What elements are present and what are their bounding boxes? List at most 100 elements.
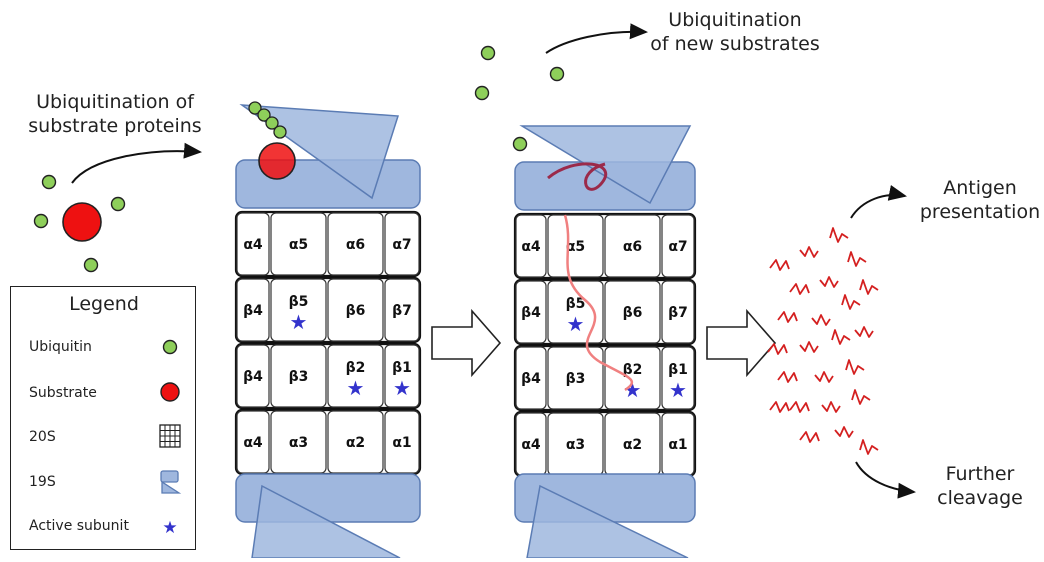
ubiquitin-molecule: [248, 101, 262, 115]
subunit-cell: [270, 212, 327, 276]
legend-item-ubiquitin: Ubiquitin: [29, 339, 92, 355]
subunit-cell: [236, 278, 270, 342]
ubiquitin-molecule: [83, 257, 99, 273]
peptide-fragment: [854, 326, 874, 338]
subunit-cell: [515, 214, 547, 278]
legend-item-20s: 20S: [29, 429, 56, 445]
subunit-label: α6: [623, 239, 642, 255]
subunit-label: α6: [346, 237, 365, 253]
subunit-label: β1: [668, 362, 688, 378]
subunit-cell: [661, 214, 695, 278]
peptide-fragment: [799, 341, 819, 353]
legend-item-active-subunit: Active subunit: [29, 518, 129, 534]
ubiquitin-molecule: [41, 174, 57, 190]
subunit-label: β4: [521, 371, 541, 387]
subunit-cell: [236, 212, 270, 276]
subunit-label: β4: [243, 369, 263, 385]
subunit-cell: [327, 278, 384, 342]
legend-item-19s: 19S: [29, 474, 56, 490]
peptide-fragment: [859, 279, 879, 295]
subunit-cell: [604, 214, 661, 278]
peptide-fragment: [811, 314, 831, 326]
threaded-substrate-strand: [563, 214, 633, 392]
peptide-fragment: [777, 371, 798, 383]
legend: Legend Ubiquitin Substrate 20S 19S Activ…: [10, 286, 196, 550]
subunit-label: β4: [521, 305, 541, 321]
subunit-label: α5: [566, 239, 585, 255]
label-ubiquitination-new: Ubiquitination of new substrates: [650, 9, 820, 55]
arrow-antigen: [850, 185, 907, 219]
subunit-cell: [384, 410, 420, 474]
subunit-label: α7: [392, 237, 411, 253]
peptide-fragment: [814, 371, 834, 383]
peptide-fragments: [767, 227, 879, 455]
subunit-cell: [384, 278, 420, 342]
ubiquitin-molecule: [257, 108, 271, 122]
active-site-star-icon: ★: [624, 378, 642, 402]
process-arrow-1: [431, 308, 502, 378]
subunit-cell: [384, 344, 420, 408]
peptide-fragment: [829, 227, 849, 243]
peptide-fragment: [789, 283, 810, 295]
peptide-fragment: [859, 439, 879, 455]
subunit-label: β1: [392, 360, 412, 376]
subunit-label: α1: [392, 435, 411, 451]
subunit-cell: [270, 278, 327, 342]
peptide-fragment: [831, 329, 851, 345]
arrow-new-substrates: [545, 23, 648, 54]
ubiquitin-icon: [162, 339, 178, 355]
active-site-star-icon: ★: [290, 310, 308, 334]
subunit-label: α4: [521, 437, 541, 453]
subunit-label: β7: [392, 303, 412, 319]
subunit-label: α4: [521, 239, 541, 255]
peptide-fragment: [769, 259, 790, 271]
subunit-label: β2: [623, 362, 643, 378]
subunit-label: α5: [289, 237, 308, 253]
star-icon: ★: [162, 518, 177, 538]
active-site-star-icon: ★: [347, 376, 365, 400]
label-further-cleavage: Further cleavage: [937, 463, 1023, 509]
substrate-icon: [160, 382, 180, 402]
peptide-fragment: [767, 343, 788, 355]
unfolding-substrate-strand: [547, 162, 608, 191]
grid-icon: [159, 424, 181, 448]
subunit-cell: [547, 280, 604, 344]
subunit-cell: [515, 280, 547, 344]
subunit-cell: [604, 346, 661, 410]
subunit-label: β7: [668, 305, 688, 321]
subunit-label: β3: [289, 369, 309, 385]
subunit-cell: [236, 344, 270, 408]
substrate-protein: [62, 202, 102, 242]
free-ubiquitin-group: [33, 174, 126, 273]
ubiquitin-molecule: [474, 85, 490, 101]
substrate-protein: [258, 142, 296, 180]
subunit-cell: [547, 214, 604, 278]
subunit-cell: [270, 344, 327, 408]
subunit-cell: [327, 410, 384, 474]
subunit-label: α1: [668, 437, 687, 453]
subunit-label: β5: [289, 294, 309, 310]
subunit-label: β2: [346, 360, 366, 376]
ubiquitin-molecule: [512, 136, 528, 152]
subunit-cell: [236, 410, 270, 474]
peptide-fragment: [821, 401, 841, 413]
subunit-label: α3: [289, 435, 308, 451]
peptide-fragment: [819, 276, 839, 288]
ubiquitin-molecule: [33, 213, 49, 229]
subunit-cell: [327, 344, 384, 408]
label-antigen-presentation: Antigen presentation: [919, 177, 1041, 223]
subunit-label: α2: [346, 435, 365, 451]
subunit-cell: [327, 212, 384, 276]
legend-title: Legend: [69, 293, 139, 315]
subunit-cell: [661, 346, 695, 410]
active-site-star-icon: ★: [393, 376, 411, 400]
subunit-label: β3: [566, 371, 586, 387]
subunit-label: β5: [566, 296, 586, 312]
ubiquitin-molecule: [265, 116, 279, 130]
